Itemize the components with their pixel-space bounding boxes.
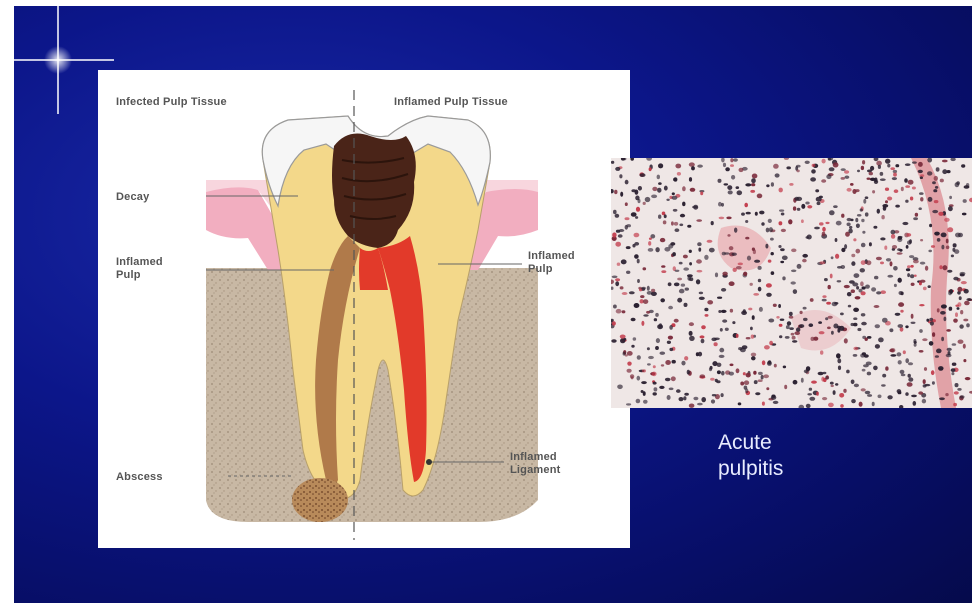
tooth-diagram-panel: Infected Pulp Tissue Inflamed Pulp Tissu… <box>98 70 630 548</box>
label-inflamed-ligament-1: Inflamed <box>510 451 557 463</box>
label-inflamed-pulp-tissue: Inflamed Pulp Tissue <box>394 96 508 108</box>
label-decay: Decay <box>116 191 149 203</box>
micrograph-image <box>611 158 972 408</box>
frame-edge-top <box>0 0 972 6</box>
caption-line-2: pulpitis <box>718 456 783 482</box>
caption: Acute pulpitis <box>718 430 783 482</box>
label-inflamed-pulp-right-2: Pulp <box>528 263 553 275</box>
label-inflamed-pulp-left-2: Pulp <box>116 269 141 281</box>
label-infected-pulp-tissue: Infected Pulp Tissue <box>116 96 227 108</box>
caption-line-1: Acute <box>718 430 783 456</box>
frame-edge-bottom <box>0 603 972 613</box>
abscess <box>292 478 348 522</box>
tooth-illustration <box>98 70 630 548</box>
label-inflamed-ligament-2: Ligament <box>510 464 561 476</box>
histology-micrograph <box>611 158 972 408</box>
label-inflamed-pulp-left-1: Inflamed <box>116 256 163 268</box>
label-inflamed-pulp-right-1: Inflamed <box>528 250 575 262</box>
label-abscess: Abscess <box>116 471 163 483</box>
